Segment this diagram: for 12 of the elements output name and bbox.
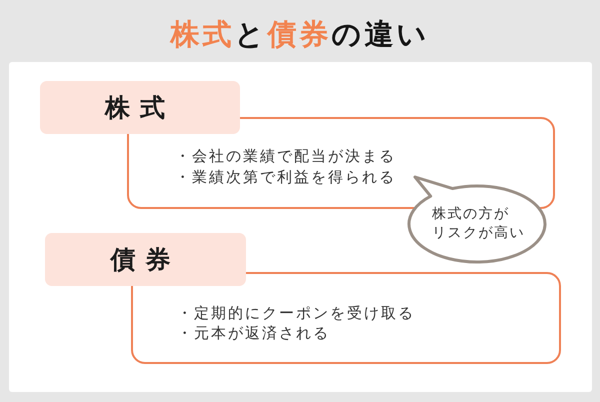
diagram-title: 株式と債券の違い xyxy=(170,16,430,53)
heading-text: 債券 xyxy=(110,244,180,276)
heading-text: 株式 xyxy=(105,92,175,124)
speech-bubble xyxy=(406,175,549,265)
heading-tab xyxy=(40,81,240,134)
content-box xyxy=(131,272,561,364)
heading-tab xyxy=(45,233,246,286)
bullet-item: ・会社の業績で配当が決まる xyxy=(175,146,396,167)
bubble-text: 株式の方がリスクが高い xyxy=(432,205,525,243)
bullet-item: ・業績次第で利益を得られる xyxy=(175,167,396,188)
bullet-item: ・元本が返済される xyxy=(177,323,330,343)
bullet-item: ・定期的にクーポンを受け取る xyxy=(177,303,415,323)
